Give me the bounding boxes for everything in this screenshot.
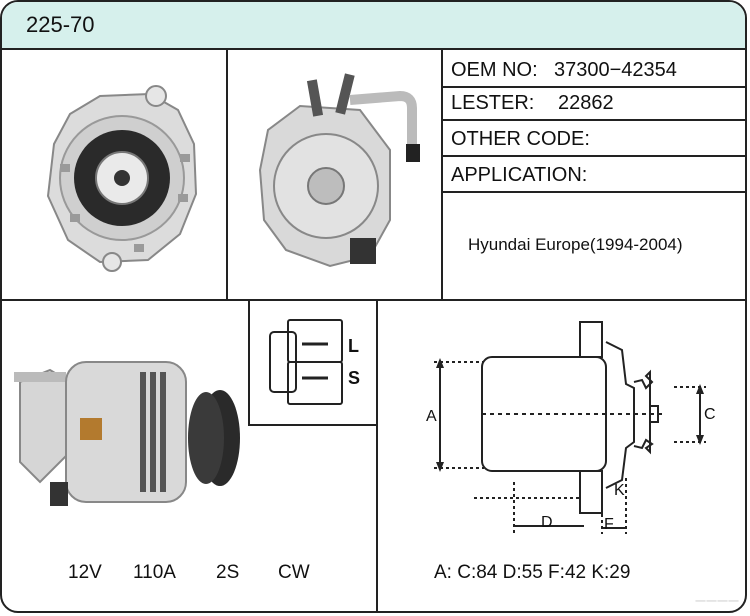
grid-divider [226, 48, 228, 300]
watermark: 一一一一 [695, 596, 739, 608]
dim-label-a: A [426, 408, 437, 425]
plug-label-l: L [348, 336, 359, 356]
alternator-front-photo [46, 85, 198, 272]
dim-label-c: C [704, 406, 716, 423]
alternator-side-photo [14, 361, 240, 506]
spec-voltage: 12V [68, 562, 102, 583]
spec-amperage: 110A [133, 562, 176, 583]
grid-divider [248, 299, 250, 425]
plug-label-s: S [348, 368, 361, 388]
spec-rotation: CW [278, 562, 310, 583]
dimension-drawing [434, 321, 706, 534]
grid-divider [441, 155, 745, 157]
grid-divider [441, 86, 745, 88]
grid-divider [441, 48, 443, 300]
dim-label-k: K [614, 482, 625, 499]
other-code-label: OTHER CODE: [451, 128, 590, 150]
spec-plug: 2S [216, 562, 240, 583]
dim-label-f: F [604, 516, 614, 533]
grid-divider [2, 299, 745, 301]
grid-divider [376, 299, 378, 611]
application-value: Hyundai Europe(1994-2004) [468, 235, 683, 254]
alternator-rear-photo [258, 73, 420, 268]
header-bar: 225-70 [2, 2, 745, 50]
plug-diagram [269, 319, 343, 405]
application-label: APPLICATION: [451, 164, 588, 186]
oem-label: OEM NO: [451, 59, 538, 81]
grid-divider [441, 191, 745, 193]
dimension-values: A: C:84 D:55 F:42 K:29 [434, 562, 631, 583]
grid-divider [248, 424, 378, 426]
part-number: 225-70 [26, 12, 95, 37]
lester-value: 22862 [558, 92, 614, 114]
lester-label: LESTER: [451, 92, 535, 114]
grid-divider [441, 119, 745, 121]
oem-value: 37300−42354 [554, 59, 677, 81]
dim-label-d: D [541, 514, 553, 531]
